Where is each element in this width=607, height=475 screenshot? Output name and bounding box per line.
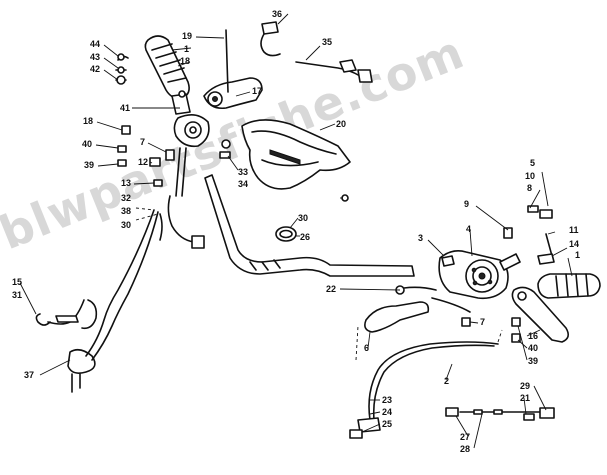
callout-25: 25 (382, 419, 392, 429)
callout-33: 33 (238, 167, 248, 177)
callout-17: 17 (252, 86, 262, 96)
cable-2 (349, 341, 499, 439)
callout-5: 5 (530, 158, 535, 168)
left-switch-assembly (115, 53, 210, 197)
callout-42: 42 (90, 64, 100, 74)
callout-29: 29 (520, 381, 530, 391)
callout-22: 22 (326, 284, 336, 294)
callout-23: 23 (382, 395, 392, 405)
callout-20: 20 (336, 119, 346, 129)
handlebar-pad (241, 119, 351, 190)
cable-35 (295, 59, 373, 83)
callout-16: 16 (528, 331, 538, 341)
callout-27: 27 (460, 432, 470, 442)
callout-31: 31 (12, 290, 22, 300)
callout-40-right: 40 (528, 343, 538, 353)
wire-harness (167, 195, 205, 249)
left-cables (35, 209, 163, 393)
callout-12: 12 (138, 157, 148, 167)
callout-32: 32 (121, 193, 131, 203)
callout-13: 13 (121, 178, 131, 188)
callout-44: 44 (90, 39, 100, 49)
callout-14: 14 (569, 239, 579, 249)
callout-36: 36 (272, 9, 282, 19)
throttle-housing (203, 21, 281, 110)
callout-30-right: 30 (298, 213, 308, 223)
watermark-text: blwpartsfiche.com (0, 25, 472, 261)
right-grip (537, 273, 601, 299)
brake-control-assembly (438, 205, 555, 300)
callout-6: 6 (364, 343, 369, 353)
callout-9: 9 (464, 199, 469, 209)
callout-30-left: 30 (121, 220, 131, 230)
callout-39-left: 39 (84, 160, 94, 170)
callout-18-top: 18 (180, 56, 190, 66)
callout-35: 35 (322, 37, 332, 47)
callout-21: 21 (520, 393, 530, 403)
callout-19: 19 (182, 31, 192, 41)
switch-parts (445, 407, 555, 421)
lever-arm (364, 285, 471, 333)
callout-1-left: 1 (184, 44, 189, 54)
callout-26: 26 (300, 232, 310, 242)
callout-7-left: 7 (140, 137, 145, 147)
callout-labels: 36 35 19 1 18 17 44 43 42 41 18 40 39 7 … (12, 9, 580, 454)
leader-lines (19, 13, 573, 449)
callout-41: 41 (120, 103, 130, 113)
callout-10: 10 (525, 171, 535, 181)
callout-18-left: 18 (83, 116, 93, 126)
callout-24: 24 (382, 407, 392, 417)
callout-11: 11 (569, 225, 579, 235)
callout-1-right: 1 (575, 250, 580, 260)
clamp-30 (275, 194, 349, 242)
callout-28: 28 (460, 444, 470, 454)
bolts-33-34 (219, 139, 231, 159)
callout-34: 34 (238, 179, 248, 189)
callout-40-left: 40 (82, 139, 92, 149)
callout-15: 15 (12, 277, 22, 287)
left-grip (144, 35, 190, 100)
callout-37: 37 (24, 370, 34, 380)
callout-7-right: 7 (480, 317, 485, 327)
handlebar (204, 174, 415, 277)
callout-2: 2 (444, 376, 449, 386)
callout-8: 8 (527, 183, 532, 193)
callout-38: 38 (121, 206, 131, 216)
callout-43: 43 (90, 52, 100, 62)
callout-39-right: 39 (528, 356, 538, 366)
callout-4: 4 (466, 224, 471, 234)
callout-3: 3 (418, 233, 423, 243)
